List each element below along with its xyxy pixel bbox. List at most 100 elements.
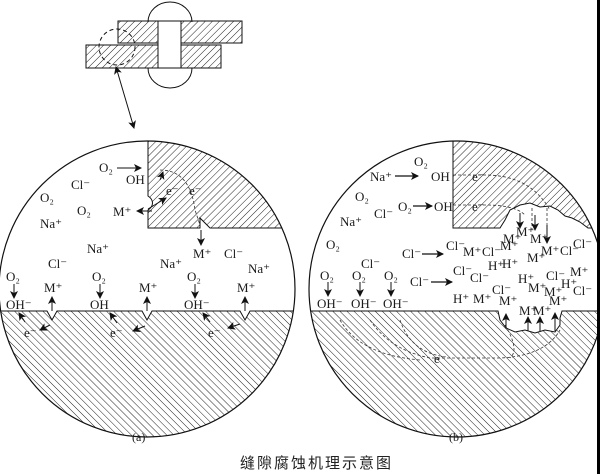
label-o2: O₂ xyxy=(6,269,20,284)
label-crevice-ion: Cl⁻ xyxy=(470,270,489,285)
label-hydroxide: OH⁻ xyxy=(317,296,343,311)
label-sodium: Na⁺ xyxy=(340,214,362,229)
label-crevice-ion: H⁺ xyxy=(518,271,534,286)
e-arrow-s1b xyxy=(18,312,27,323)
label-crevice-ion: H⁺ xyxy=(502,256,518,271)
label-electron: e⁻ xyxy=(208,325,221,340)
label-metal-ion: M⁺ xyxy=(193,246,211,261)
crevice-highlight-circle xyxy=(98,28,136,66)
upper-plate-section xyxy=(147,141,295,229)
label-crevice-ion: M⁺ xyxy=(500,238,518,253)
panel-a: O₂ OH e⁻ e⁻ M⁺ M⁺ Cl⁻ O₂ O₂ Na⁺ Na⁺ Cl⁻ … xyxy=(0,140,296,444)
label-o2: O₂ xyxy=(40,190,54,205)
label-sodium: Na⁺ xyxy=(40,216,62,231)
crevice-ion-cluster: M⁺ M⁺ M⁺ M⁺ M⁺ Cl⁻ M⁺ Cl⁻ M⁺ Cl⁻ Cl⁻ H⁺ … xyxy=(446,224,592,318)
label-crevice-ion: Cl⁻ xyxy=(446,238,465,253)
label-hydroxide: OH⁻ xyxy=(184,297,210,312)
label-crevice-ion: H⁺ xyxy=(561,276,577,291)
label-chloride: Cl⁻ xyxy=(410,274,429,289)
label-crevice-ion: M⁺ xyxy=(473,291,491,306)
label-sodium: Na⁺ xyxy=(160,256,182,271)
label-crevice-ion: M⁺ xyxy=(528,280,546,295)
label-metal-ion: M⁺ xyxy=(237,280,255,295)
label-o2: O₂ xyxy=(187,269,201,284)
label-hydroxide: OH xyxy=(434,199,453,214)
label-electron: e⁻ xyxy=(434,351,447,366)
label-o2: O₂ xyxy=(320,268,334,283)
panel-b-caption: (b) xyxy=(449,430,463,444)
label-o2: O₂ xyxy=(92,269,106,284)
e-arrow-s3b xyxy=(202,312,211,323)
label-crevice-ion: Cl⁻ xyxy=(573,283,592,298)
label-metal-ion: M⁺ xyxy=(113,204,131,219)
label-o2: O₂ xyxy=(398,199,412,214)
e-arrow-s2b xyxy=(109,312,118,324)
label-electron: e⁻ xyxy=(189,183,202,198)
electron-paths xyxy=(339,174,561,361)
label-crevice-ion: M⁺ xyxy=(519,303,537,318)
panel-b: O₂ Na⁺ OH e⁻ O₂ OH e⁻ O₂ Cl⁻ Na⁺ O₂ Cl⁻ … xyxy=(308,140,600,444)
label-electron: e⁻ xyxy=(110,325,123,340)
right-edge-border xyxy=(597,0,600,474)
label-chloride: Cl⁻ xyxy=(71,177,90,192)
label-crevice-ion: M⁺ xyxy=(533,303,551,318)
e-arrow-in xyxy=(147,197,167,210)
label-crevice-ion: M⁺ xyxy=(527,250,545,265)
label-o2: O₂ xyxy=(414,154,428,169)
panel-a-circle xyxy=(0,140,296,438)
label-chloride: Cl⁻ xyxy=(48,256,67,271)
label-crevice-ion: M⁺ xyxy=(541,243,559,258)
rivet-head-bottom xyxy=(147,67,193,89)
label-crevice-ion: M⁺ xyxy=(463,244,481,259)
panel-b-circle xyxy=(308,140,600,438)
label-oh: OH xyxy=(126,172,145,187)
zoom-pointer-arrow xyxy=(114,66,136,129)
label-crevice-ion: Cl⁻ xyxy=(482,244,501,259)
label-crevice-ion: H⁺ xyxy=(453,291,469,306)
label-crevice-ion: H⁺ xyxy=(488,258,504,273)
e-arrow-up xyxy=(156,171,165,181)
label-o2: O₂ xyxy=(384,268,398,283)
label-o2: O₂ xyxy=(77,203,91,218)
label-chloride: Cl⁻ xyxy=(224,246,243,261)
label-hydroxide: OH xyxy=(431,169,450,184)
label-o2: O₂ xyxy=(352,268,366,283)
label-electron: e⁻ xyxy=(472,169,485,184)
e-arrow-s2a xyxy=(132,324,146,332)
label-sodium: Na⁺ xyxy=(248,261,270,276)
label-metal-ion: M⁺ xyxy=(139,280,157,295)
panel-a-caption: (a) xyxy=(132,430,145,444)
label-o2: O₂ xyxy=(355,189,369,204)
label-o2: O₂ xyxy=(326,237,340,252)
label-crevice-ion: Cl⁻ xyxy=(492,282,511,297)
figure-title: 缝隙腐蚀机理示意图 xyxy=(240,454,393,472)
label-crevice-ion: Cl⁻ xyxy=(573,236,592,251)
label-chloride: Cl⁻ xyxy=(402,246,421,261)
upper-plate-right xyxy=(180,20,243,44)
label-crevice-ion: Cl⁻ xyxy=(560,243,579,258)
label-hydroxide: OH⁻ xyxy=(383,296,409,311)
label-electron: e⁻ xyxy=(24,325,37,340)
rivet-head-top xyxy=(147,1,193,23)
label-crevice-ion: M⁺ xyxy=(544,284,562,299)
label-crevice-ion: M⁺ xyxy=(530,231,548,246)
label-crevice-ion: M⁺ xyxy=(516,224,534,239)
label-chloride: Cl⁻ xyxy=(374,206,393,221)
rivet-shank xyxy=(157,20,182,69)
electron-path xyxy=(159,169,201,226)
label-chloride: Cl⁻ xyxy=(361,256,380,271)
lower-plate-right xyxy=(180,44,222,69)
upper-plate-left xyxy=(117,20,159,44)
e-arrow-s3a xyxy=(227,321,241,330)
label-crevice-ion: M⁺ xyxy=(499,293,517,308)
label-metal-ion: M⁺ xyxy=(44,280,62,295)
label-hydroxide: OH⁻ xyxy=(351,296,377,311)
label-crevice-ion: Cl⁻ xyxy=(546,268,565,283)
e-arrow-s1a xyxy=(39,323,51,331)
label-crevice-ion: M⁺ xyxy=(549,293,567,308)
label-sodium: Na⁺ xyxy=(370,169,392,184)
label-hydroxide: OH⁻ xyxy=(6,297,32,312)
label-sodium: Na⁺ xyxy=(87,241,109,256)
label-crevice-ion: Cl⁻ xyxy=(453,263,472,278)
